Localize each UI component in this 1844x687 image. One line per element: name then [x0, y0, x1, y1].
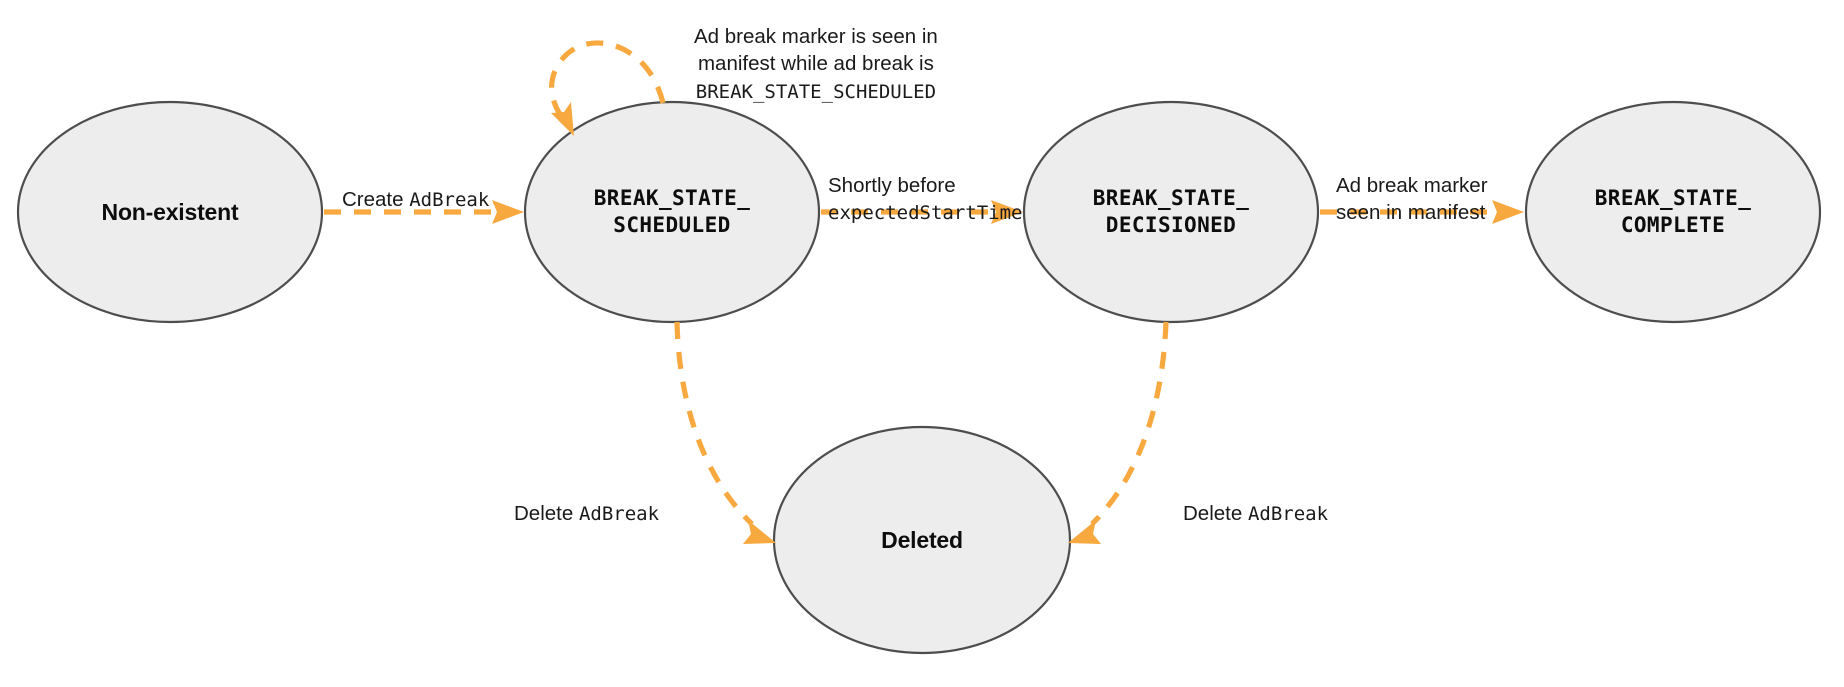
node-deleted[interactable]: [772, 425, 1072, 655]
node-non-existent[interactable]: [16, 100, 324, 324]
node-break-state-scheduled[interactable]: [523, 100, 821, 324]
edge-scheduled-to-deleted: [674, 321, 776, 544]
edge-decisioned-to-deleted: [1068, 321, 1169, 544]
edge-scheduled-self-loop: [549, 40, 666, 136]
edge-decisioned-to-complete: [1320, 200, 1524, 224]
edge-create-adbreak: [324, 200, 524, 224]
node-break-state-complete[interactable]: [1524, 100, 1822, 324]
edge-scheduled-to-decisioned: [821, 200, 1023, 224]
node-break-state-decisioned[interactable]: [1022, 100, 1320, 324]
